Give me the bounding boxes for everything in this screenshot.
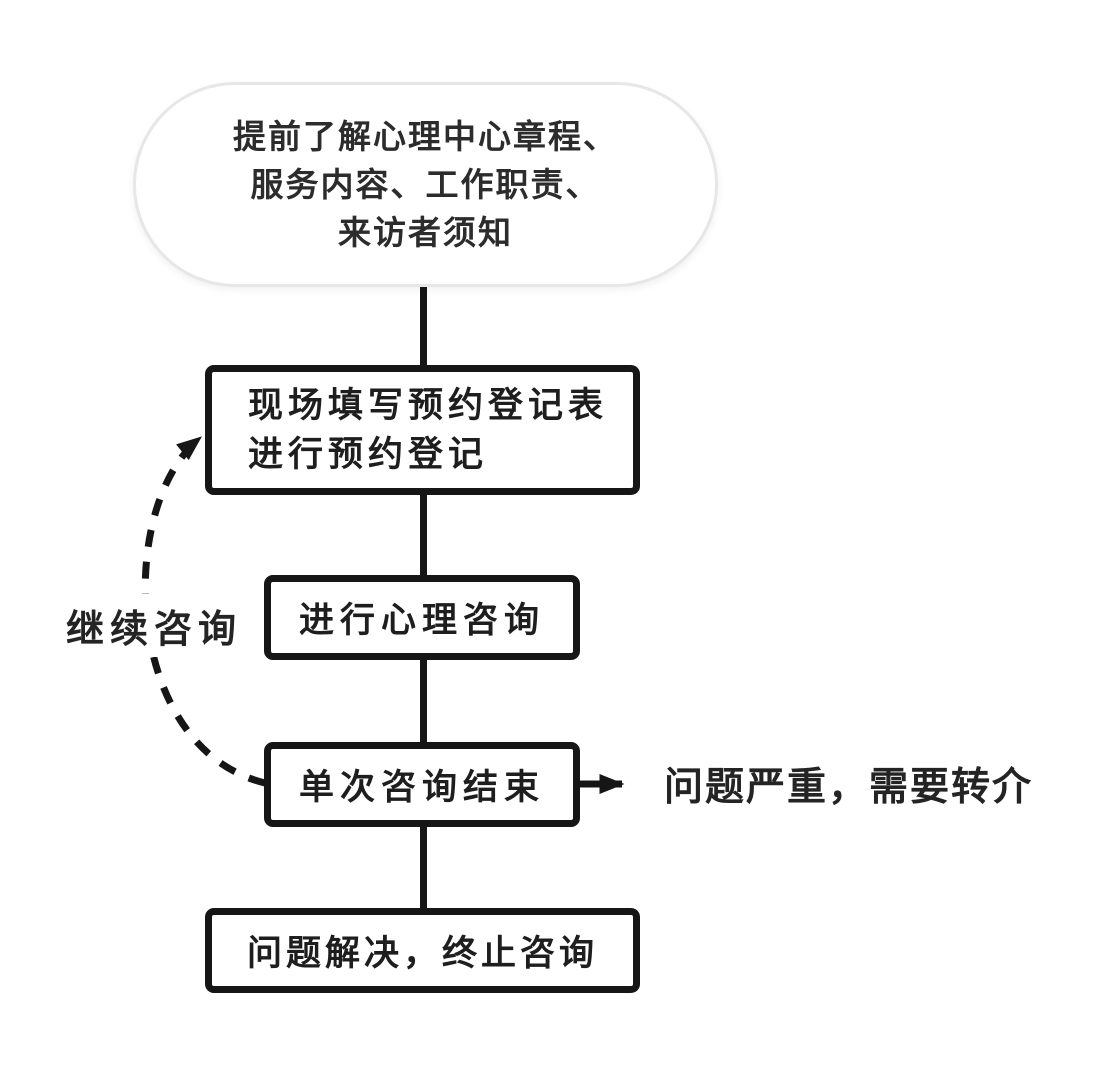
node-session-end-label: 单次咨询结束 bbox=[298, 768, 545, 807]
node-session-end: 单次咨询结束 bbox=[264, 742, 580, 827]
node-counseling: 进行心理咨询 bbox=[264, 575, 580, 660]
node-register-line1: 现场填写预约登记表 bbox=[248, 386, 609, 425]
node-counseling-label: 进行心理咨询 bbox=[298, 601, 545, 640]
dashed-arrow-continue-counseling bbox=[141, 435, 266, 787]
edge-label-continue: 继续咨询 bbox=[64, 594, 245, 657]
node-start: 提前了解心理中心章程、 服务内容、工作职责、 来访者须知 bbox=[133, 82, 718, 287]
node-start-line1: 提前了解心理中心章程、 bbox=[233, 117, 618, 155]
node-start-line3: 来访者须知 bbox=[338, 213, 513, 251]
edge-label-referral: 问题严重，需要转介 bbox=[664, 766, 1034, 809]
node-register-line2: 进行预约登记 bbox=[248, 435, 489, 474]
node-start-line2: 服务内容、工作职责、 bbox=[250, 165, 601, 203]
node-terminate: 问题解决，终止咨询 bbox=[205, 908, 640, 993]
node-terminate-label: 问题解决，终止咨询 bbox=[246, 934, 598, 973]
node-register: 现场填写预约登记表 进行预约登记 bbox=[205, 365, 640, 495]
